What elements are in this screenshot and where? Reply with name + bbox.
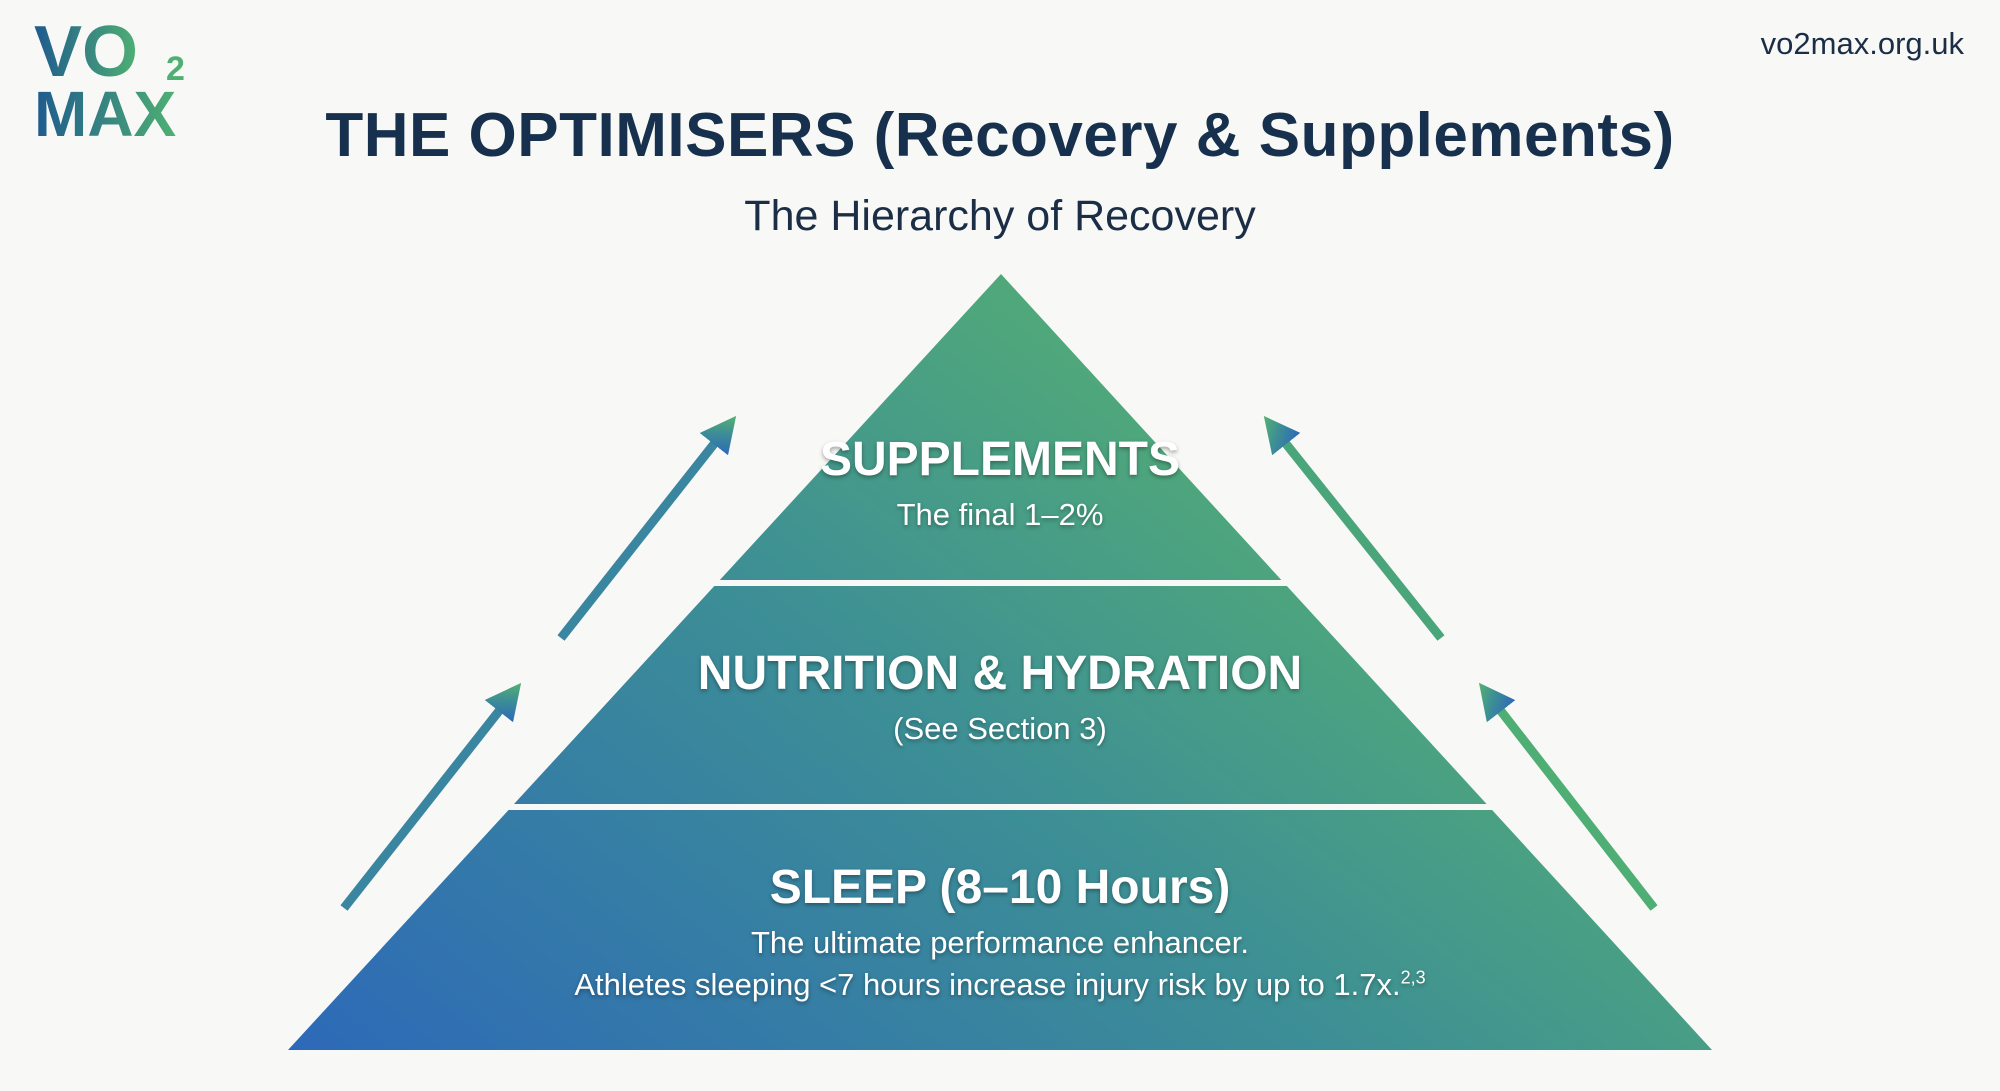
arrow-up-icon [340,682,522,911]
arrow-up-icon [1263,415,1445,641]
tier-description: The final 1–2% [896,497,1104,532]
tier-nutrition: NUTRITION & HYDRATION (See Section 3) [0,646,2000,747]
tier-heading: SUPPLEMENTS [819,433,1181,486]
vo2max-logo: VO 2 MAX [34,14,185,144]
svg-text:2: 2 [166,50,185,88]
tier-description: The ultimate performance enhancer. [751,925,1249,960]
citation: 2,3 [1400,967,1426,988]
website-url: vo2max.org.uk [1760,26,1964,61]
pyramid-shape [288,274,1712,1050]
arrow-up-icon [557,415,737,641]
svg-text:VO: VO [34,14,138,92]
tier-sleep: SLEEP (8–10 Hours) The ultimate performa… [0,860,2000,1003]
arrow-up-icon [1478,682,1658,911]
tier-heading: NUTRITION & HYDRATION [697,647,1303,700]
tier-description: (See Section 3) [893,711,1107,746]
tier-supplements: SUPPLEMENTS The final 1–2% [0,432,2000,533]
tier-heading: SLEEP (8–10 Hours) [769,861,1231,914]
tier-statistic: Athletes sleeping <7 hours increase inju… [574,967,1401,1002]
tier-divider [600,580,1400,586]
tier-description: Athletes sleeping <7 hours increase inju… [0,967,2000,1003]
page-title: THE OPTIMISERS (Recovery & Supplements) [325,101,1675,170]
svg-text:MAX: MAX [34,78,177,144]
page-subtitle: The Hierarchy of Recovery [744,192,1256,240]
tier-divider [440,804,1560,810]
